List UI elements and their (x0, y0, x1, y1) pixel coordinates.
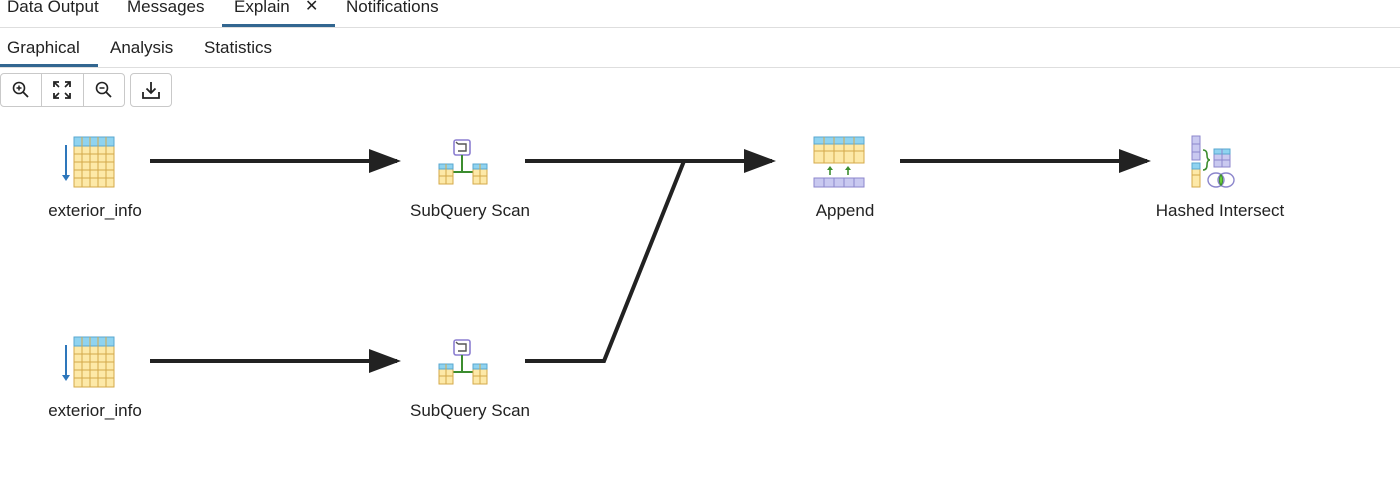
plan-node-hashed-intersect[interactable] (1190, 134, 1236, 190)
hashed-intersect-icon (1191, 135, 1235, 188)
plan-node-subquery-1[interactable] (437, 138, 489, 186)
table-scan-icon (62, 336, 115, 388)
edge-subquery2-to-append (525, 160, 686, 363)
active-subtab-indicator (0, 64, 98, 67)
tab-statistics[interactable]: Statistics (204, 38, 273, 57)
zoom-in-button[interactable] (1, 74, 43, 106)
append-icon (813, 136, 865, 188)
tab-data-output[interactable]: Data Output (7, 0, 99, 16)
zoom-in-icon (12, 81, 29, 98)
close-icon[interactable]: ✕ (305, 0, 319, 15)
download-button-group (130, 73, 172, 107)
subquery-scan-icon (438, 339, 488, 385)
result-tabbar: Data Output Messages Explain ✕ Notificat… (0, 0, 1400, 28)
zoom-button-group (0, 73, 125, 107)
subquery-scan-icon (438, 139, 488, 185)
zoom-out-icon (95, 81, 112, 98)
plan-node-append[interactable] (812, 135, 866, 189)
table-scan-icon (62, 136, 115, 188)
plan-node-scan-1[interactable] (60, 135, 116, 189)
fit-to-screen-button[interactable] (42, 74, 84, 106)
plan-node-label: Hashed Intersect (1155, 201, 1285, 220)
tab-notifications[interactable]: Notifications (346, 0, 439, 16)
download-icon (142, 82, 160, 99)
tab-messages[interactable]: Messages (127, 0, 205, 16)
plan-node-subquery-2[interactable] (437, 338, 489, 386)
tab-analysis[interactable]: Analysis (110, 38, 174, 57)
tab-graphical[interactable]: Graphical (7, 38, 80, 57)
plan-node-label: SubQuery Scan (409, 401, 531, 420)
explain-subtabbar: Graphical Analysis Statistics (0, 29, 1400, 68)
plan-node-scan-2[interactable] (60, 335, 116, 389)
plan-node-label: exterior_info (48, 401, 142, 420)
plan-node-label: exterior_info (48, 201, 142, 220)
download-button[interactable] (131, 74, 171, 106)
zoom-out-button[interactable] (84, 74, 124, 106)
fit-to-screen-icon (53, 81, 72, 99)
active-tab-indicator (222, 24, 335, 27)
plan-node-label: Append (815, 201, 875, 220)
plan-node-label: SubQuery Scan (409, 201, 531, 220)
tab-explain[interactable]: Explain (234, 0, 290, 16)
